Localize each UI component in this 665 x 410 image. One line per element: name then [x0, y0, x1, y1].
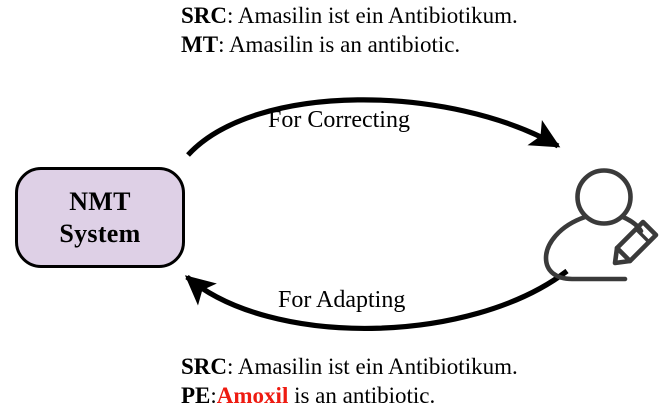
bottom-src-body: Amasilin ist ein Antibiotikum. [237, 354, 518, 379]
top-example-text: SRC: Amasilin ist ein Antibiotikum. MT: … [181, 1, 518, 59]
bottom-pe-body: is an antibiotic. [288, 383, 436, 408]
nmt-system-label-line1: NMT [69, 186, 131, 216]
top-mt-line: MT: Amasilin is an antibiotic. [181, 30, 518, 59]
edge-label-for-correcting: For Correcting [268, 107, 410, 133]
top-src-line: SRC: Amasilin ist ein Antibiotikum. [181, 1, 518, 30]
pencil-ferrule-icon [634, 227, 651, 244]
person-body-icon [543, 214, 628, 282]
bottom-pe-highlight: Amoxil [216, 383, 289, 408]
bottom-pe-tag: PE [181, 383, 211, 408]
pencil-tip-icon [612, 245, 633, 266]
person-with-pencil-icon [543, 168, 659, 282]
top-mt-body: Amasilin is an antibiotic. [228, 32, 461, 57]
bottom-pe-separator: : [210, 383, 217, 408]
pencil-icon [614, 219, 659, 264]
bottom-src-separator: : [227, 354, 238, 379]
bottom-src-tag: SRC [181, 354, 228, 379]
person-head-icon [575, 168, 633, 226]
top-src-tag: SRC [181, 3, 228, 28]
bottom-pe-line: PE:Amoxil is an antibiotic. [181, 381, 518, 410]
top-mt-tag: MT [181, 32, 219, 57]
top-mt-separator: : [218, 32, 229, 57]
bottom-example-text: SRC: Amasilin ist ein Antibiotikum. PE:A… [181, 352, 518, 410]
top-src-body: Amasilin ist ein Antibiotikum. [237, 3, 518, 28]
bottom-src-line: SRC: Amasilin ist ein Antibiotikum. [181, 352, 518, 381]
edge-label-for-adapting: For Adapting [278, 287, 406, 313]
nmt-system-label-line2: System [59, 218, 141, 248]
top-src-separator: : [227, 3, 238, 28]
nmt-system-node[interactable]: NMT System [15, 167, 185, 268]
person-shoulder-right-icon [620, 214, 644, 234]
